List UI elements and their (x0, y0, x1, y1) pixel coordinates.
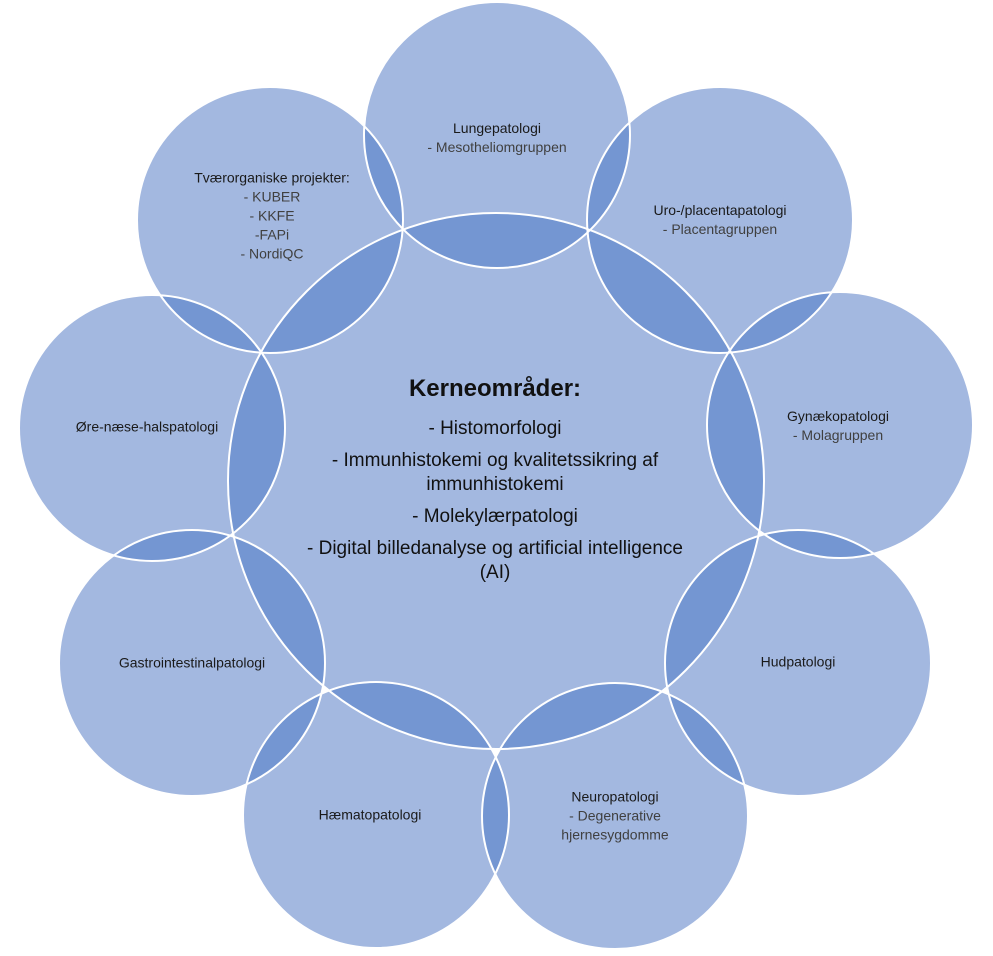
node-subitem: - Placentagruppen (662, 221, 778, 237)
node-title: Hudpatologi (760, 653, 836, 670)
outline-hud (664, 529, 932, 797)
outer-circle-oere (19, 295, 285, 561)
node-subitem: -FAPi (254, 226, 290, 243)
outline-uro (586, 86, 854, 354)
node-tvaerorganiske-projekter: Tværorganiske projekter: - KUBER - KKFE … (194, 169, 350, 264)
node-oere-naese-halspatologi: Øre-næse-halspatologi (76, 418, 218, 437)
center-circle-outline (227, 212, 765, 750)
outline-lunge (363, 1, 631, 269)
core-areas-box: Kerneområder: - Histomorfologi - Immunhi… (295, 371, 695, 593)
node-title: Uro-/placentapatologi (653, 202, 787, 218)
node-subitem: - Mesotheliomgruppen (427, 139, 567, 155)
node-title: Hæmatopatologi (318, 806, 422, 823)
outer-circle-lunge (364, 2, 630, 268)
outline-neuro (481, 682, 749, 950)
node-subitem: - Molagruppen (792, 427, 884, 443)
node-subitem: - KKFE (249, 207, 295, 224)
node-title: Lungepatologi (453, 120, 541, 136)
outline-haemato (242, 681, 510, 949)
node-subitem: - Degenerative hjernesygdomme (561, 807, 669, 843)
outline-gastro (58, 529, 326, 797)
node-title: Tværorganiske projekter: (194, 169, 350, 186)
node-haematopatologi: Hæmatopatologi (319, 806, 422, 825)
node-neuropatologi: Neuropatologi - Degenerative hjernesygdo… (545, 788, 685, 845)
core-areas-title: Kerneområder: (408, 375, 582, 402)
core-area-item: - Immunhistokemi og kvalitetssikring af … (331, 450, 659, 495)
core-area-item: - Molekylærpatologi (412, 506, 578, 527)
node-title: Neuropatologi (571, 788, 659, 805)
node-subitem: - NordiQC (240, 245, 304, 262)
node-title: Øre-næse-halspatologi (75, 418, 219, 435)
node-hudpatologi: Hudpatologi (761, 653, 836, 672)
node-title: Gynækopatologi (787, 408, 889, 424)
outline-gyn (706, 291, 974, 559)
outer-circle-neuro (482, 683, 748, 949)
outer-circle-gyn (707, 292, 973, 558)
node-gastrointestinalpatologi: Gastrointestinalpatologi (119, 654, 265, 673)
outline-oere (18, 294, 286, 562)
node-lungepatologi: Lungepatologi - Mesotheliomgruppen (427, 119, 566, 157)
node-title: Gastrointestinalpatologi (118, 654, 266, 671)
node-uro-placentapatologi: Uro-/placentapatologi - Placentagruppen (653, 201, 786, 239)
outline-tvaer (136, 86, 404, 354)
core-area-item: - Histomorfologi (428, 418, 562, 439)
outer-circle-haemato (243, 682, 509, 948)
node-subitem: - KUBER (243, 188, 301, 205)
node-gynaekopatologi: Gynækopatologi - Molagruppen (787, 407, 889, 445)
core-area-item: - Digital billedanalyse og artificial in… (307, 538, 683, 583)
